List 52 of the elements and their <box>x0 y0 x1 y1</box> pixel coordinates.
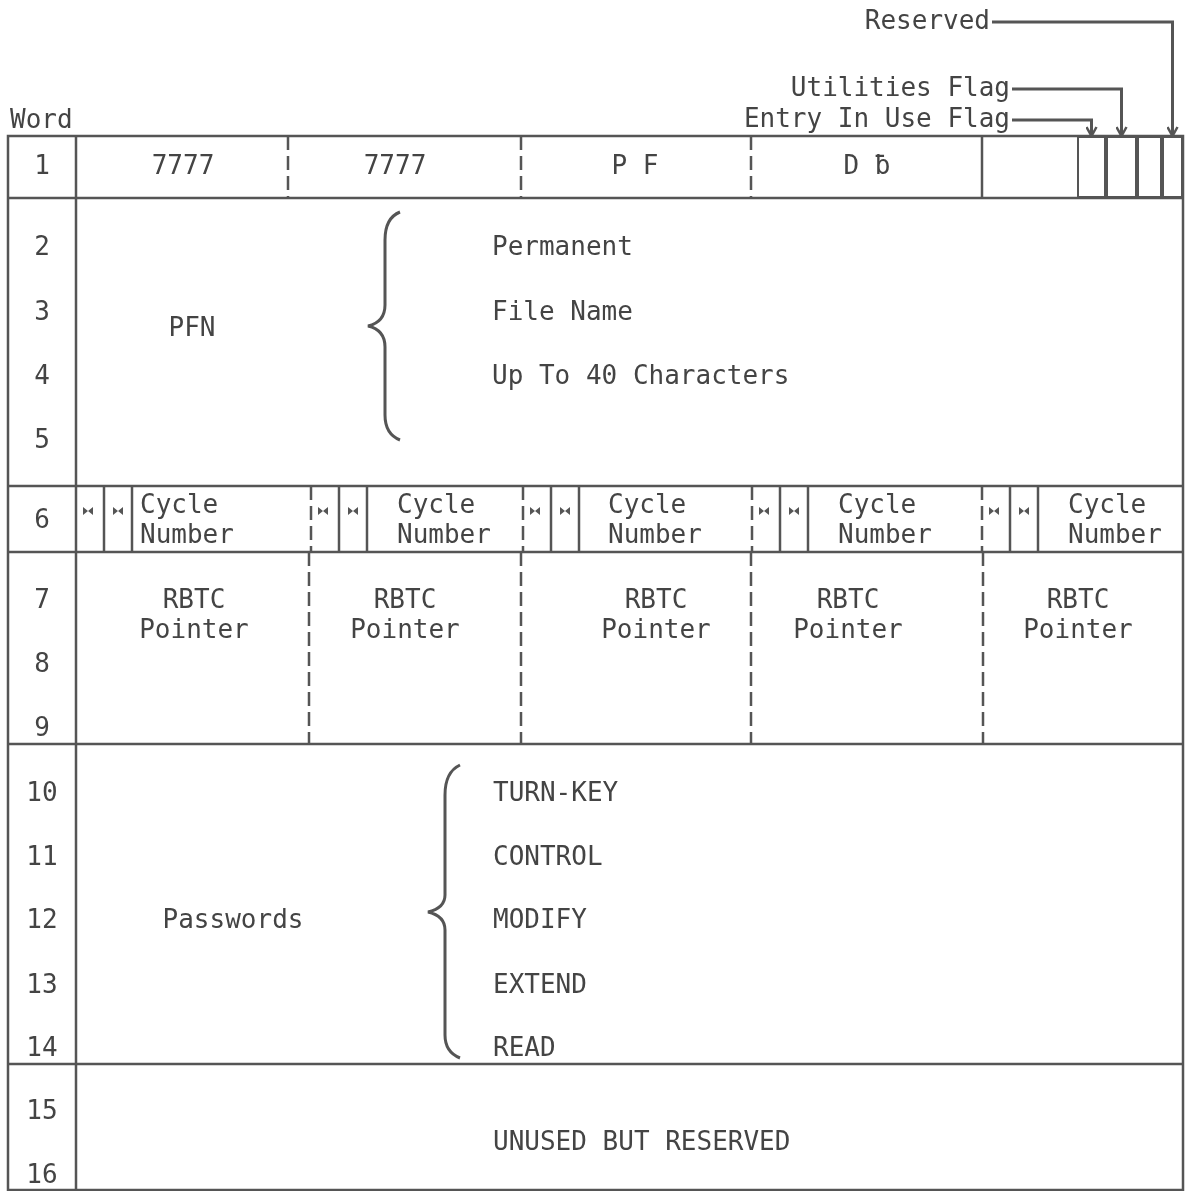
field-description: Up To 40 Characters <box>492 360 790 390</box>
field-label: RBTC Pointer <box>1022 584 1134 644</box>
column-header: Word <box>10 104 73 134</box>
password-type: TURN-KEY <box>493 777 619 807</box>
row-number: 1 <box>34 150 50 180</box>
field-description: Permanent <box>492 231 633 261</box>
flag-label: Utilities Flag <box>790 73 1010 101</box>
field-label: Cycle Number <box>140 489 235 549</box>
field-value: 7777 <box>151 150 215 180</box>
row-number: 15 <box>26 1095 58 1125</box>
password-type: MODIFY <box>493 904 587 934</box>
field-value: D ƀ <box>843 150 891 180</box>
field-label: Passwords <box>162 904 304 934</box>
field-label: RBTC Pointer <box>600 584 712 644</box>
leader-arrow <box>1012 87 1128 138</box>
field-value: P F <box>611 150 659 180</box>
field-label: Cycle Number <box>838 489 933 549</box>
bit-cell <box>1106 136 1137 198</box>
row-number: 6 <box>34 504 50 534</box>
field-label: PFN <box>168 312 216 342</box>
row-number: 4 <box>34 360 50 390</box>
field-value: 7777 <box>363 150 427 180</box>
field-label: Cycle Number <box>397 489 492 549</box>
row-number: 5 <box>34 424 50 454</box>
bit-cell <box>1077 136 1106 198</box>
bit-cell <box>1137 136 1162 198</box>
password-type: EXTEND <box>493 969 587 999</box>
row-number: 8 <box>34 648 50 678</box>
flag-label: Reserved <box>864 6 990 34</box>
row-number: 14 <box>26 1032 58 1062</box>
field-label: RBTC Pointer <box>349 584 461 644</box>
flag-label: Entry In Use Flag <box>743 104 1010 132</box>
bit-cell <box>1162 136 1183 198</box>
row-number: 16 <box>26 1159 58 1189</box>
row-number: 9 <box>34 712 50 742</box>
field-label: Cycle Number <box>608 489 703 549</box>
row-number: 13 <box>26 969 58 999</box>
field-description: File Name <box>492 296 633 326</box>
field-label: RBTC Pointer <box>138 584 250 644</box>
row-number: 11 <box>26 841 58 871</box>
row-number: 12 <box>26 904 58 934</box>
password-type: CONTROL <box>493 841 603 871</box>
leader-arrow <box>1012 118 1098 138</box>
field-label: RBTC Pointer <box>792 584 904 644</box>
row-number: 10 <box>26 777 58 807</box>
field-label: Cycle Number <box>1068 489 1163 549</box>
password-type: READ <box>493 1032 556 1062</box>
row-number: 3 <box>34 296 50 326</box>
field-label: UNUSED BUT RESERVED <box>493 1126 791 1156</box>
row-number: 2 <box>34 231 50 261</box>
row-number: 7 <box>34 584 50 614</box>
leader-arrow <box>992 20 1179 138</box>
